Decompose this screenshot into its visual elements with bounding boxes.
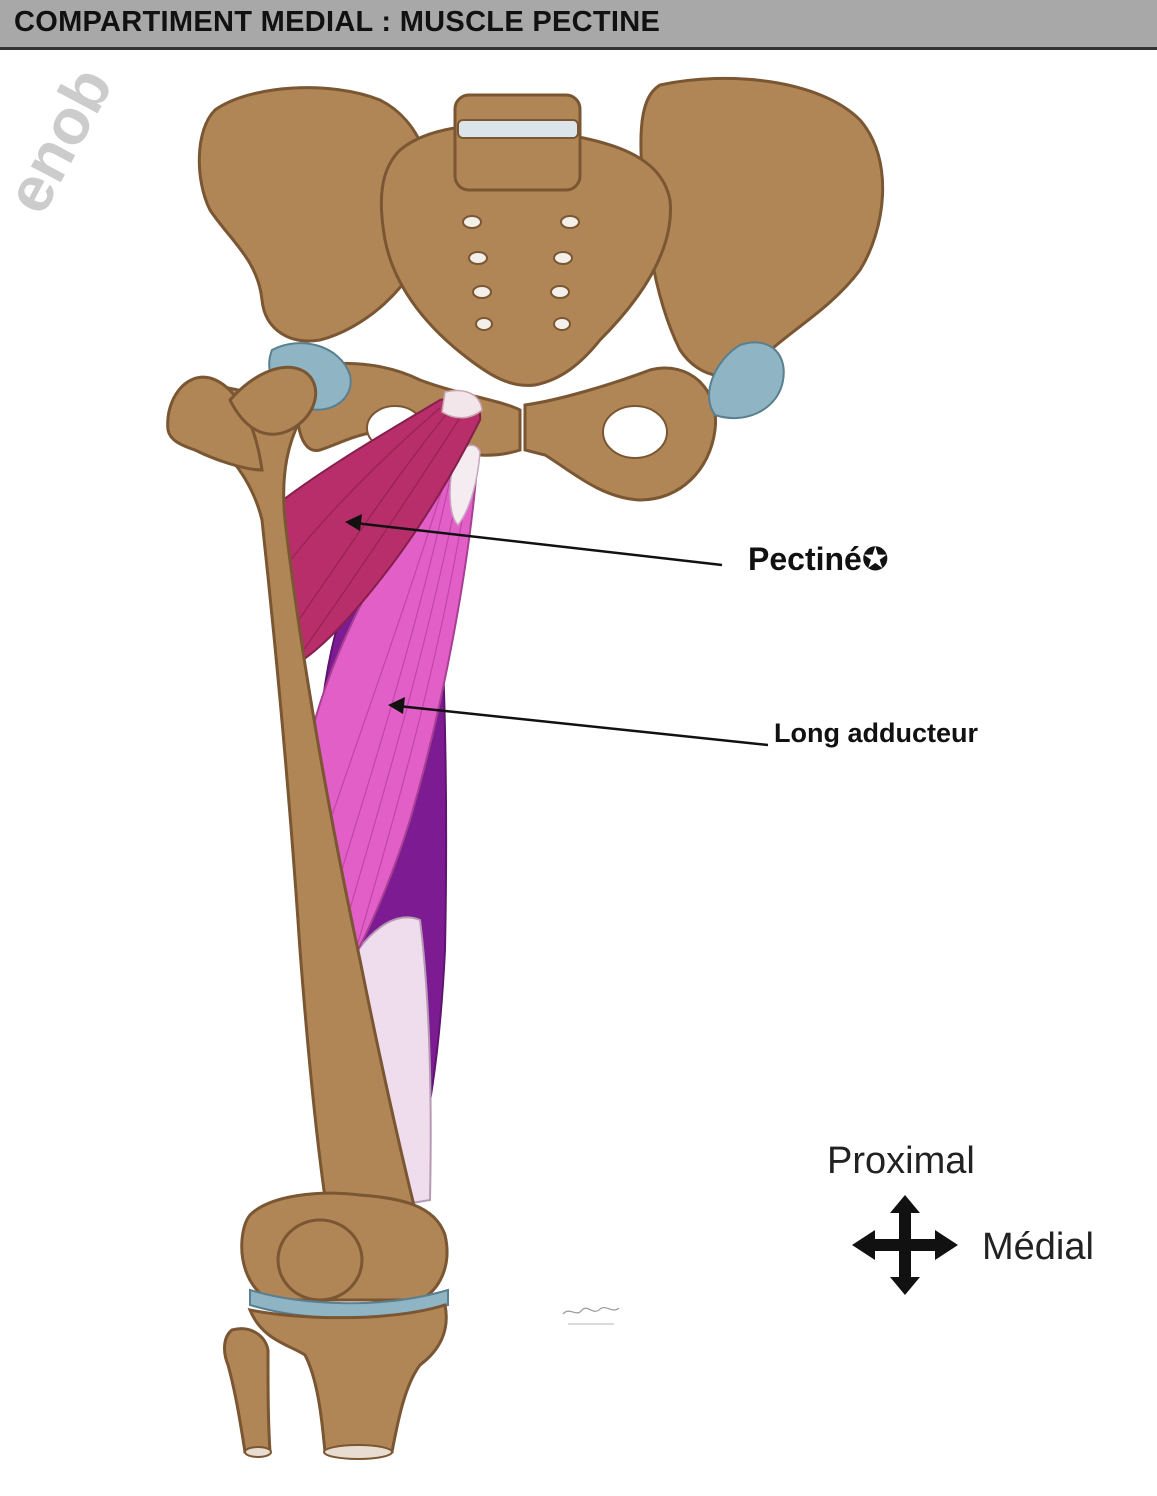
right-iliac-wing: [639, 76, 885, 378]
orientation-cross-icon: [852, 1195, 958, 1295]
tibia: [247, 1303, 448, 1454]
fibula: [223, 1327, 272, 1454]
knee-cartilage: [249, 1288, 449, 1320]
artist-signature: [560, 1302, 622, 1334]
header-bar: COMPARTIMENT MEDIAL : MUSCLE PECTINE: [0, 0, 1157, 50]
pectine-label: Pectiné✪: [748, 541, 889, 577]
long-adducteur-label: Long adducteur: [774, 718, 978, 748]
lumbar-vertebra: [453, 93, 582, 192]
page-title: COMPARTIMENT MEDIAL : MUSCLE PECTINE: [14, 6, 661, 38]
right-obturator-foramen: [602, 405, 668, 459]
long-adducteur-arrowhead: [388, 697, 405, 714]
proximal-label: Proximal: [827, 1140, 975, 1182]
greater-trochanter: [166, 375, 264, 472]
pectine-leader-line: [354, 521, 723, 567]
pectineus-origin: [441, 389, 483, 419]
long-adductor-origin-tendon: [449, 444, 481, 527]
right-hip-cartilage: [708, 341, 785, 420]
anatomy-illustration: [166, 76, 885, 1460]
medial-label: Médial: [982, 1226, 1094, 1268]
sacral-foramina: [462, 215, 580, 331]
tibia-cut-surface: [323, 1444, 393, 1460]
femoral-neck: [228, 365, 318, 436]
patella: [276, 1218, 364, 1302]
left-iliac-wing: [197, 86, 435, 343]
intervertebral-disc: [457, 119, 579, 139]
fibula-cut-surface: [244, 1446, 272, 1458]
long-adducteur-leader-line: [397, 704, 769, 747]
pectine-arrowhead: [345, 514, 362, 531]
